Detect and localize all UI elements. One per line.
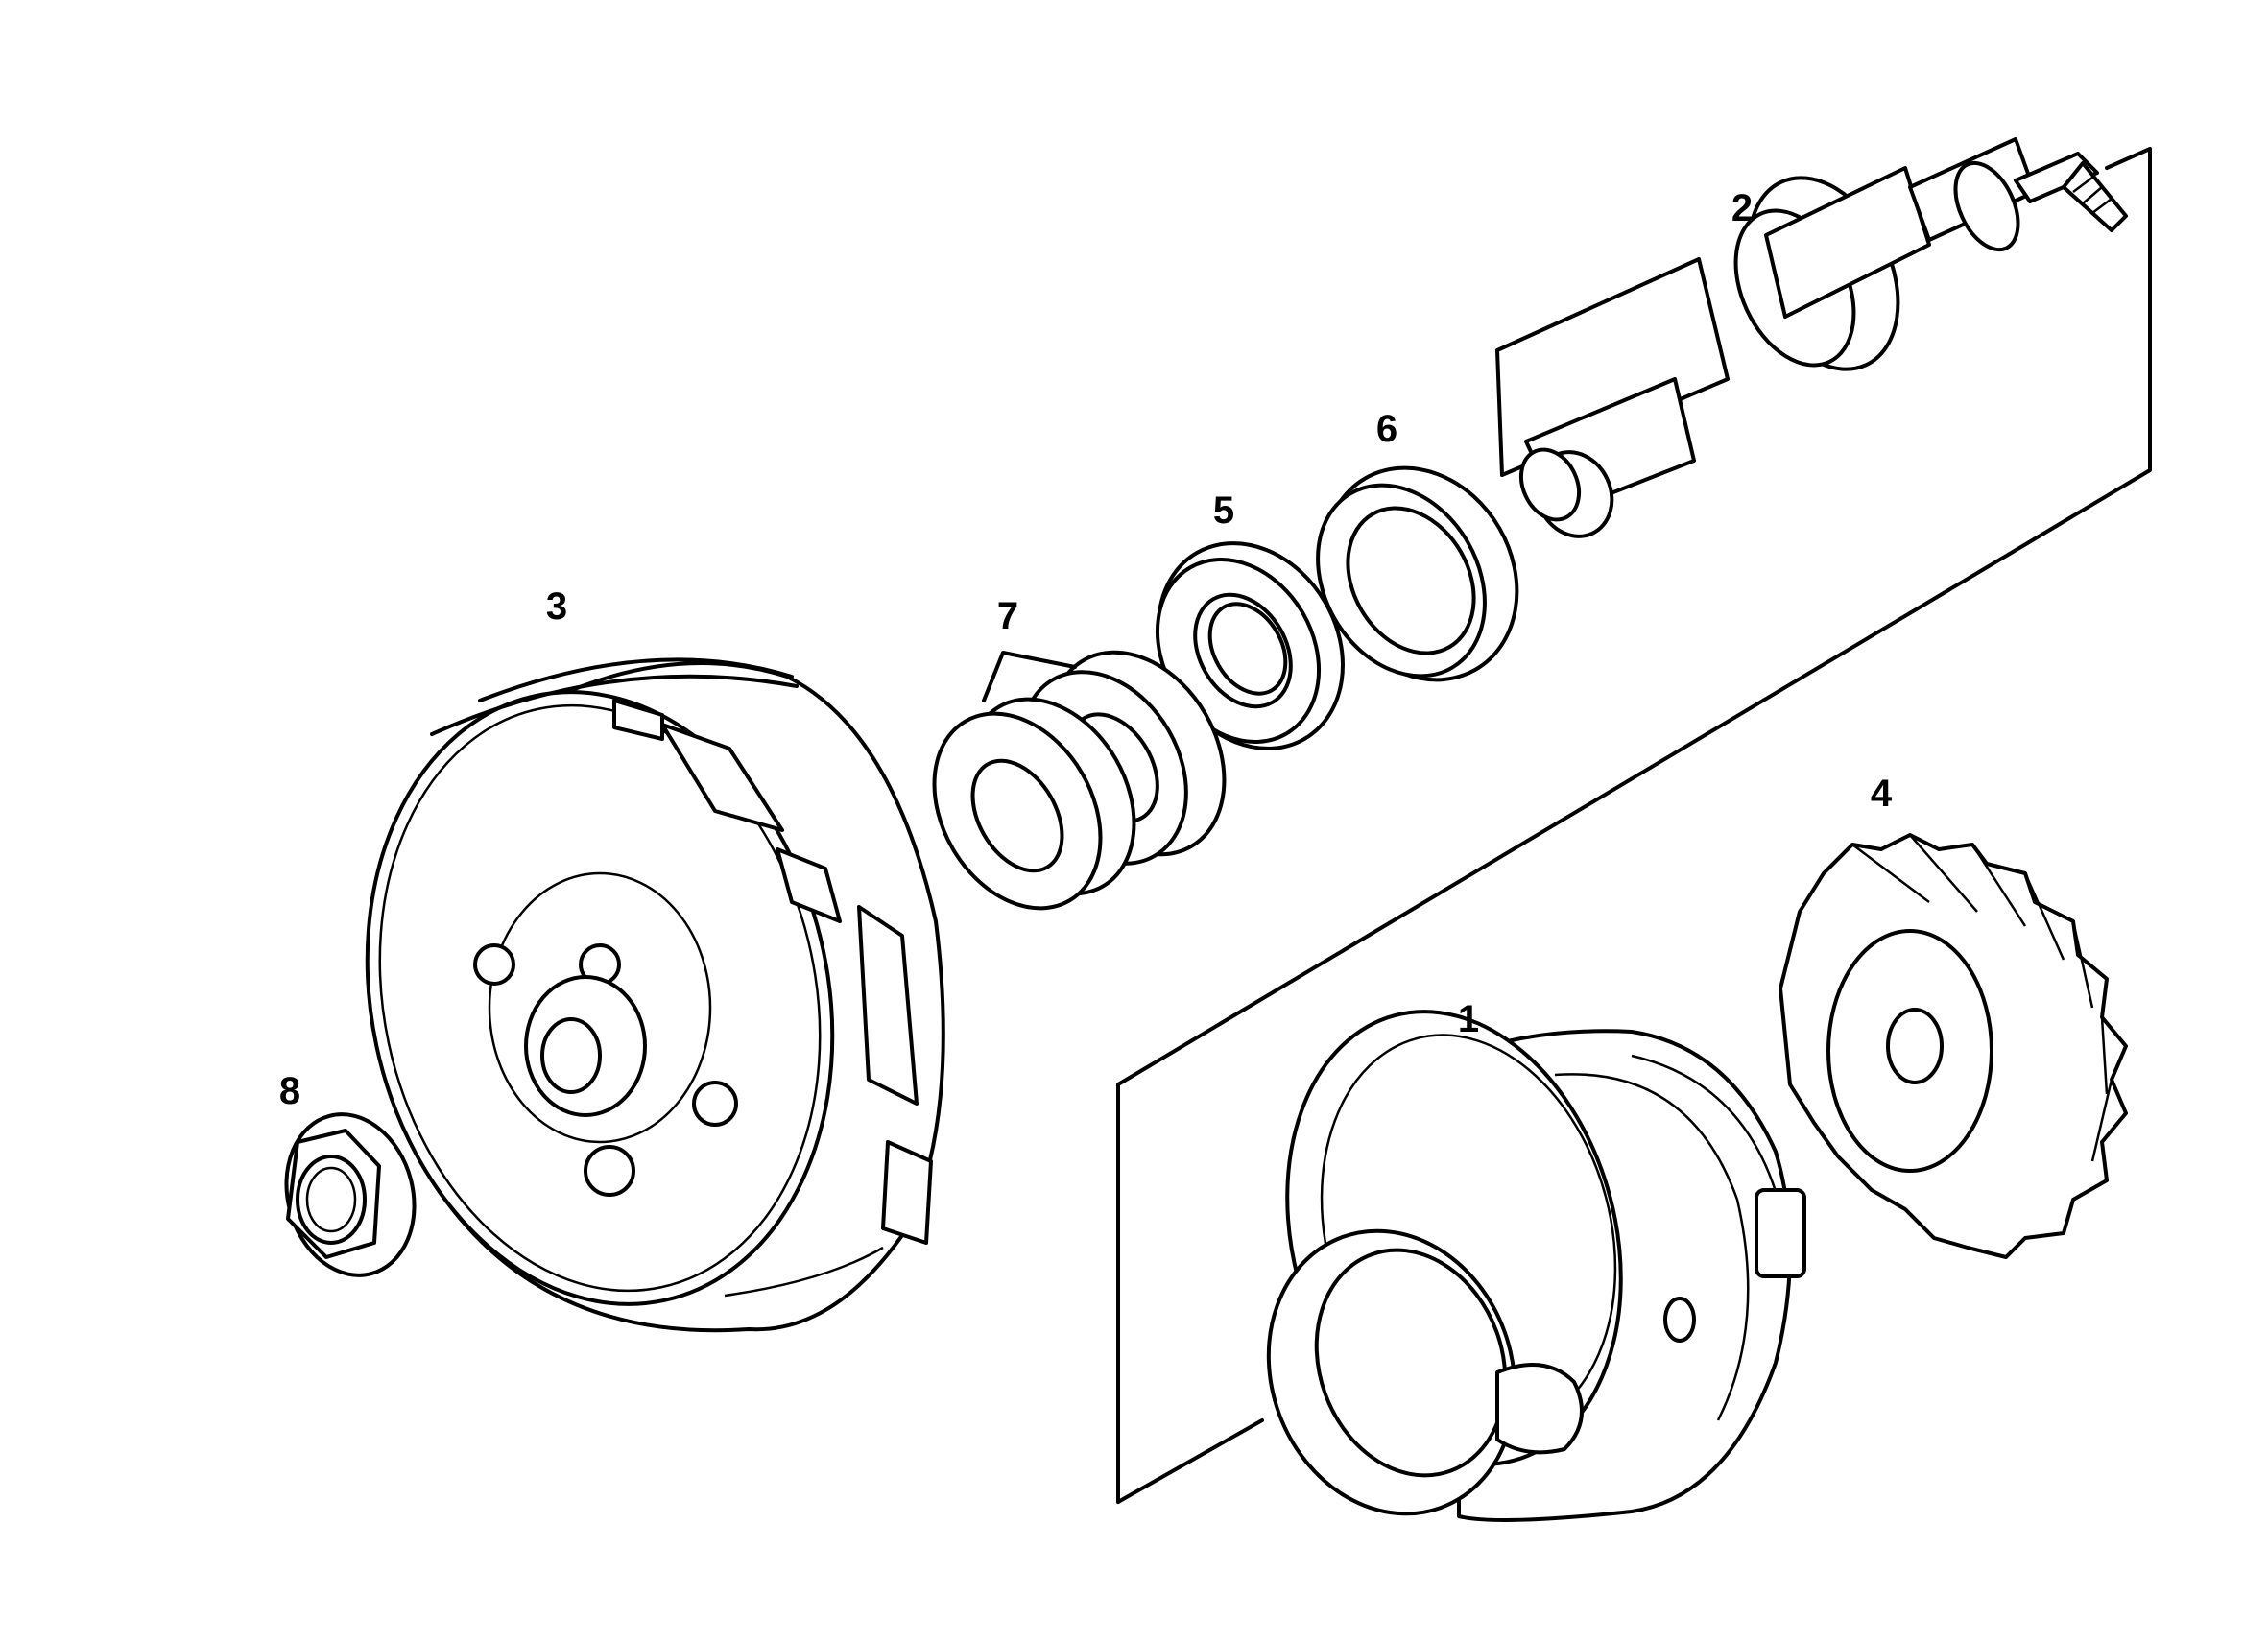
callout-7: 7 bbox=[997, 595, 1018, 637]
part-7-bearing bbox=[932, 650, 1227, 911]
part-2-shaft bbox=[1495, 137, 2128, 538]
part-8-nut bbox=[284, 1112, 417, 1277]
part-1-housing bbox=[1266, 1010, 1806, 1522]
callout-1: 1 bbox=[1458, 998, 1479, 1040]
callout-3: 3 bbox=[546, 585, 567, 628]
callout-2: 2 bbox=[1731, 187, 1753, 229]
part-3-pulley bbox=[365, 657, 945, 1333]
part-4-gear bbox=[1779, 833, 2128, 1259]
callout-labels: 1 2 3 4 5 6 7 8 bbox=[279, 187, 1893, 1112]
callout-5: 5 bbox=[1213, 489, 1234, 532]
callout-8: 8 bbox=[279, 1070, 300, 1112]
part-6-ring bbox=[1316, 465, 1519, 682]
subassembly-outline bbox=[1116, 147, 2152, 1504]
callout-6: 6 bbox=[1376, 408, 1397, 450]
part-5-seal bbox=[1155, 541, 1345, 750]
callout-4: 4 bbox=[1871, 773, 1893, 815]
